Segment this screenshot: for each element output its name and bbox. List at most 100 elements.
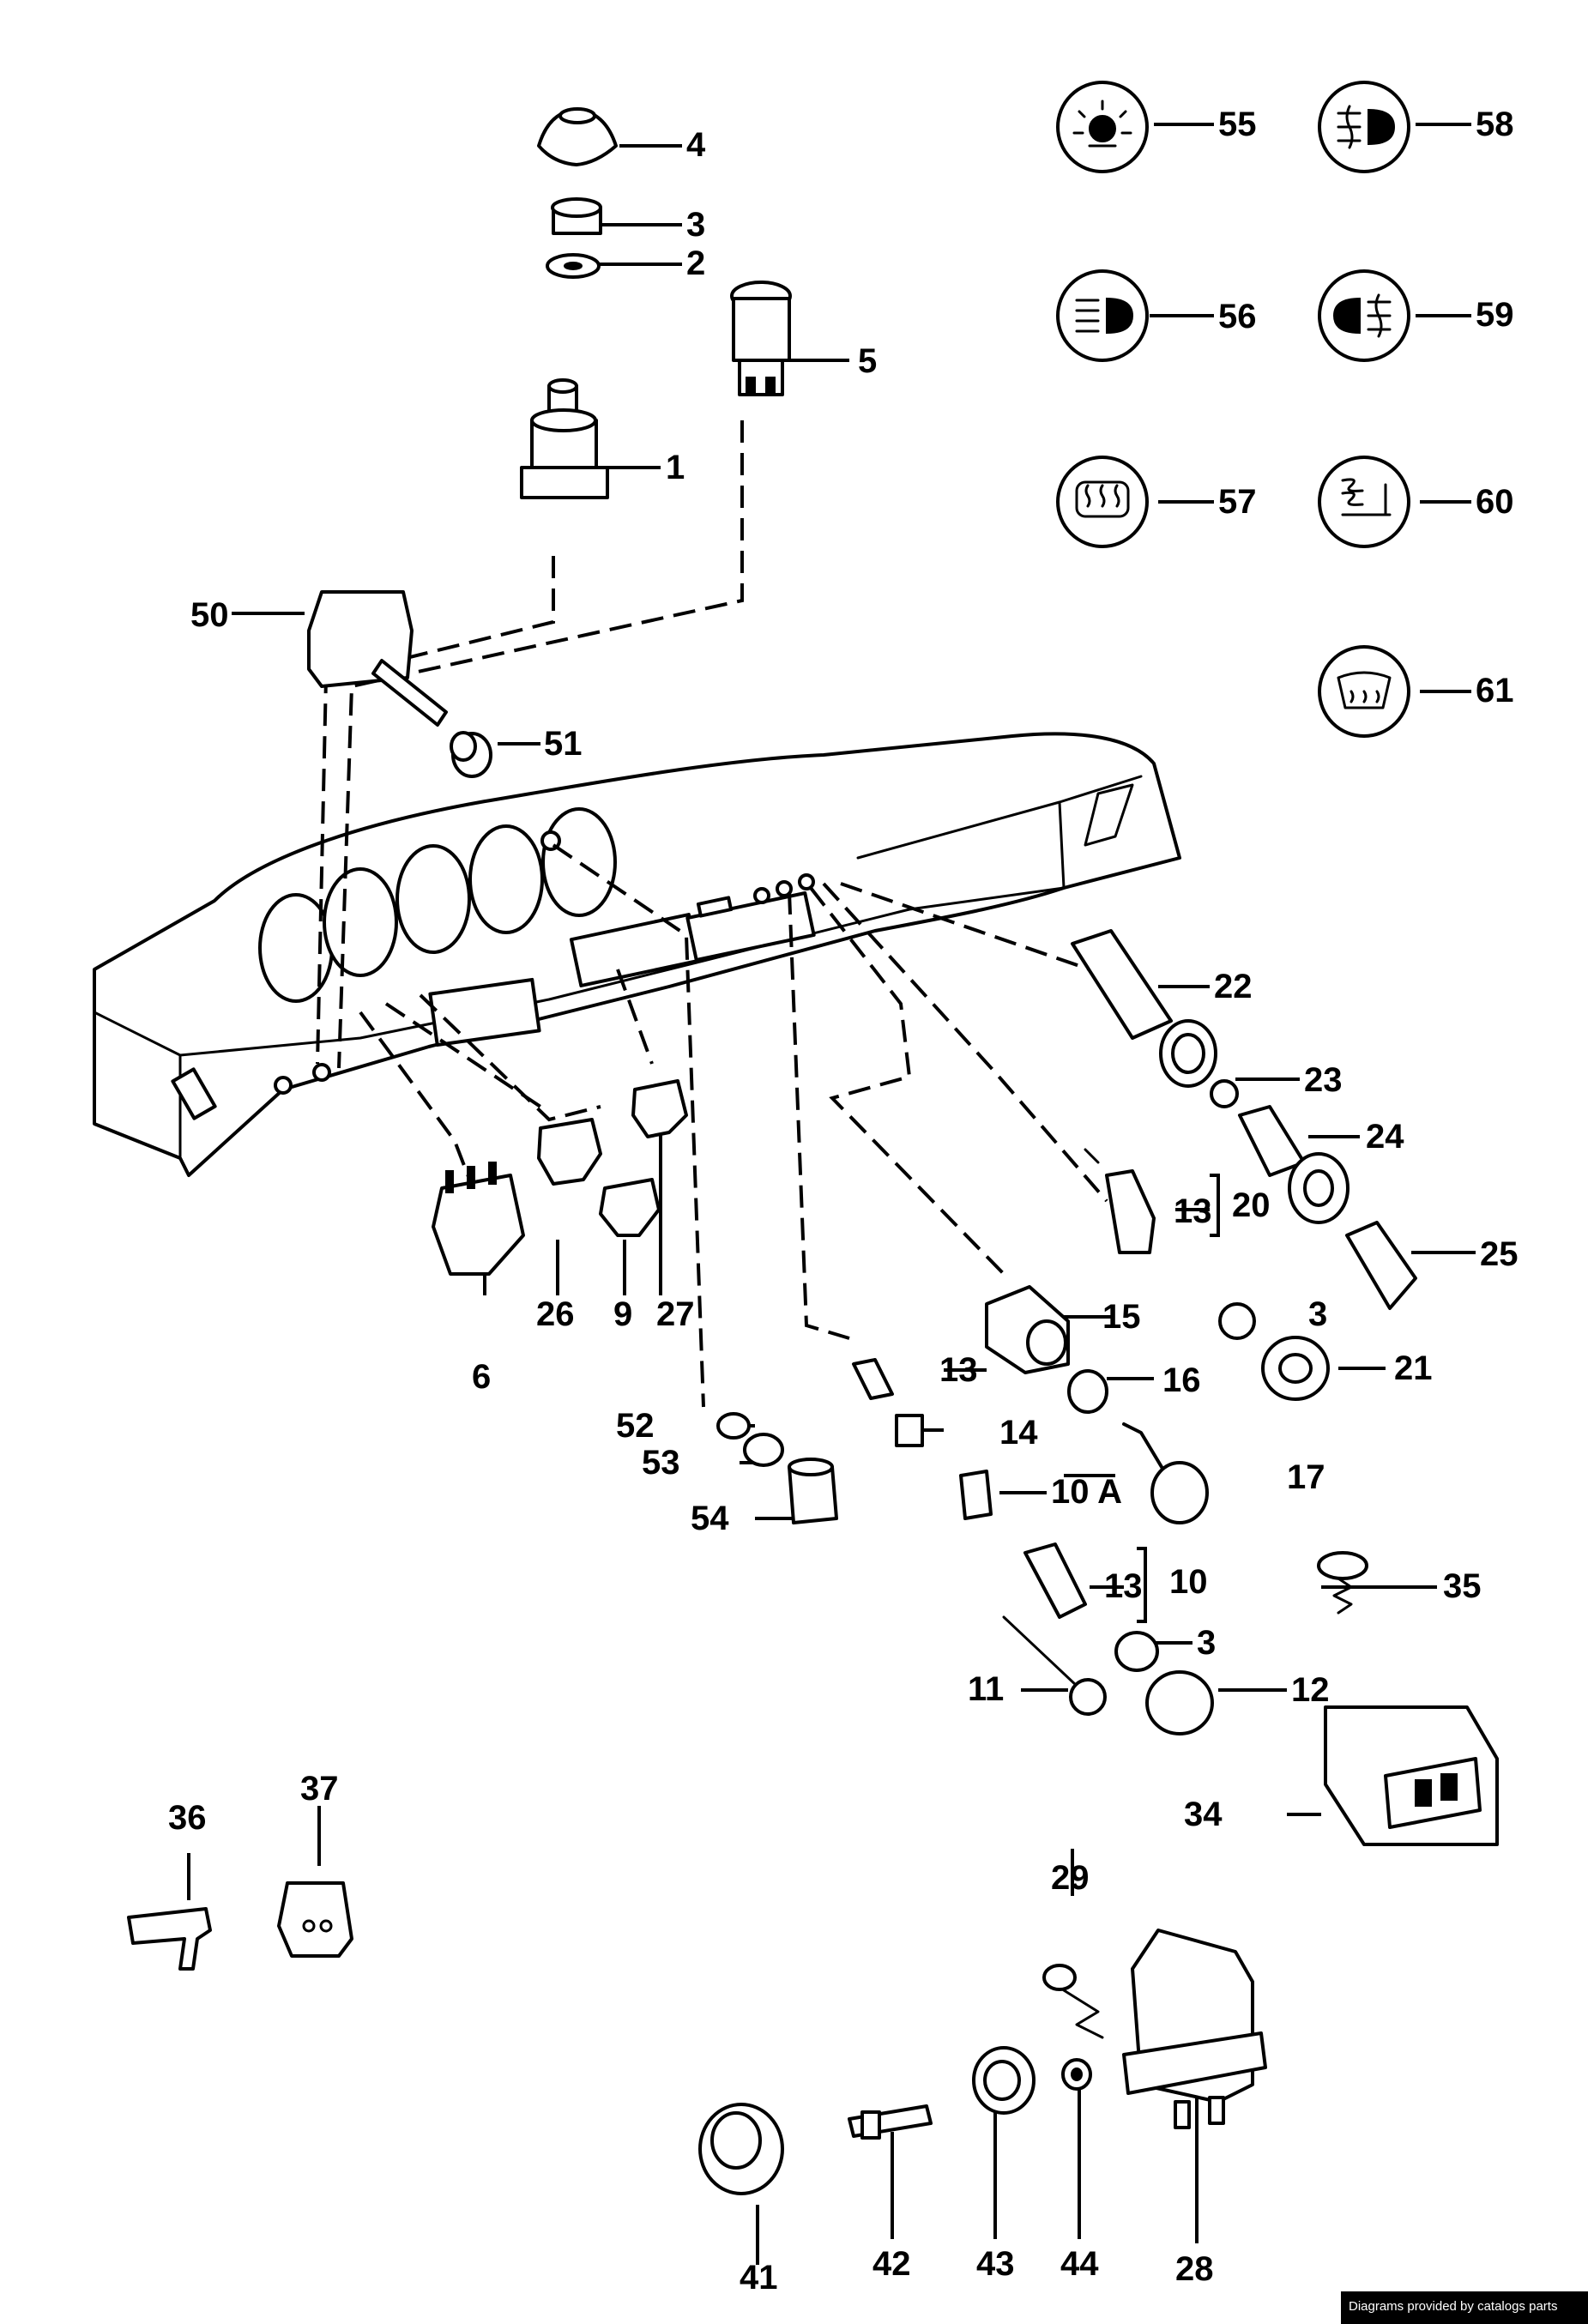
leader-lines <box>187 123 1476 2265</box>
part-44-washer <box>1061 2058 1092 2091</box>
callout-13a: 13 <box>1174 1192 1212 1230</box>
callout-35: 35 <box>1443 1567 1482 1605</box>
windshield-defrost-icon <box>1318 645 1410 738</box>
headlight-icon <box>1056 269 1149 362</box>
callout-13b: 13 <box>939 1351 978 1389</box>
part-53-washer <box>743 1433 784 1467</box>
callout-50: 50 <box>190 596 229 634</box>
part-36-bracket <box>127 1907 212 1971</box>
callout-60: 60 <box>1476 483 1514 521</box>
callout-41: 41 <box>740 2259 778 2297</box>
callout-52: 52 <box>616 1407 655 1445</box>
part-50-knob <box>307 590 448 727</box>
callout-24: 24 <box>1366 1118 1404 1156</box>
callout-10a: 10 A <box>1051 1473 1122 1511</box>
part-41-cap <box>698 2103 784 2195</box>
part-17-knob <box>1122 1422 1209 1524</box>
part-2-washer <box>546 253 601 279</box>
callout-58: 58 <box>1476 106 1514 143</box>
part-21-bezel <box>1261 1336 1330 1401</box>
part-35-screw <box>1317 1551 1368 1615</box>
part-28-relay <box>1122 1929 1267 2129</box>
front-fog-light-icon <box>1318 269 1410 362</box>
callout-55: 55 <box>1218 106 1257 143</box>
callout-21: 21 <box>1394 1349 1433 1387</box>
part-12-bezel <box>1145 1670 1214 1735</box>
part-1-switch <box>520 378 609 499</box>
callout-2: 2 <box>686 244 705 282</box>
part-13-10-switch <box>1023 1542 1087 1619</box>
part-26-switch <box>537 1118 602 1186</box>
part-6-rocker-switch <box>432 1162 525 1276</box>
callout-5: 5 <box>858 342 877 380</box>
callout-53: 53 <box>642 1444 680 1482</box>
callout-27: 27 <box>656 1295 695 1333</box>
part-22-lighter <box>1071 929 1217 1088</box>
part-9-switch <box>599 1178 661 1237</box>
callout-23: 23 <box>1304 1061 1343 1099</box>
callout-42: 42 <box>872 2245 911 2283</box>
part-14-socket <box>895 1414 924 1447</box>
part-23-nut <box>1210 1079 1239 1108</box>
part-34-relay <box>1324 1705 1499 1846</box>
credit-text: Diagrams provided by catalogs parts <box>1349 2299 1558 2314</box>
callout-57: 57 <box>1218 483 1257 521</box>
callout-3b: 3 <box>1308 1295 1327 1333</box>
callout-34: 34 <box>1184 1796 1223 1833</box>
callout-17: 17 <box>1287 1458 1325 1496</box>
part-5-switch <box>730 281 792 396</box>
callout-25: 25 <box>1480 1235 1519 1273</box>
rear-window-defrost-icon <box>1056 456 1149 548</box>
callout-3c: 3 <box>1197 1624 1216 1662</box>
part-24-element <box>1238 1105 1349 1224</box>
credit-banner <box>1341 2291 1588 2324</box>
part-3-sleeve <box>551 197 602 235</box>
part-43-grommet <box>972 2046 1036 2115</box>
dashboard-panel <box>93 732 1181 1177</box>
callout-16: 16 <box>1162 1361 1201 1399</box>
callout-36: 36 <box>168 1799 207 1837</box>
part-52-nut <box>716 1412 751 1440</box>
callout-61: 61 <box>1476 672 1514 709</box>
part-51-cap <box>450 731 492 778</box>
callout-56: 56 <box>1218 298 1257 335</box>
part-25-lamp <box>1345 1221 1417 1310</box>
callout-44: 44 <box>1060 2245 1099 2283</box>
part-13-20-switch <box>1084 1148 1156 1254</box>
callout-6: 6 <box>472 1358 491 1396</box>
callout-59: 59 <box>1476 296 1514 334</box>
callout-13c: 13 <box>1104 1567 1143 1605</box>
callout-11: 11 <box>968 1670 1004 1708</box>
part-3-sleeve-b <box>1218 1302 1256 1340</box>
callout-labels: 4 3 2 5 1 50 51 55 56 57 58 59 60 61 22 … <box>168 106 1519 2297</box>
callout-12: 12 <box>1291 1671 1330 1709</box>
part-16-sleeve <box>1067 1369 1108 1414</box>
callout-14: 14 <box>999 1414 1038 1452</box>
callout-10: 10 <box>1169 1563 1208 1601</box>
callout-4: 4 <box>686 126 706 164</box>
callout-15: 15 <box>1102 1298 1141 1336</box>
callout-3: 3 <box>686 206 705 244</box>
part-27-switch <box>631 1079 688 1138</box>
part-13-lamp <box>852 1358 894 1400</box>
callout-1: 1 <box>666 449 685 486</box>
seat-heater-icon <box>1318 456 1410 548</box>
callout-20: 20 <box>1232 1186 1271 1224</box>
callout-51: 51 <box>544 725 583 763</box>
part-42-pin <box>848 2104 933 2140</box>
callout-37: 37 <box>300 1770 339 1808</box>
callout-9: 9 <box>613 1295 632 1333</box>
part-29-screw <box>1042 1964 1104 2039</box>
callout-28: 28 <box>1175 2250 1214 2288</box>
callout-29: 29 <box>1051 1859 1090 1897</box>
rear-fog-light-icon <box>1318 81 1410 173</box>
callout-43: 43 <box>976 2245 1015 2283</box>
callout-54: 54 <box>691 1500 729 1537</box>
part-11-knob <box>1002 1615 1107 1716</box>
interior-light-icon <box>1056 81 1149 173</box>
part-54-cap <box>788 1458 838 1524</box>
part-10a-bulb <box>959 1470 993 1520</box>
part-4-bezel <box>537 107 618 166</box>
connector-lines <box>316 420 1108 1408</box>
